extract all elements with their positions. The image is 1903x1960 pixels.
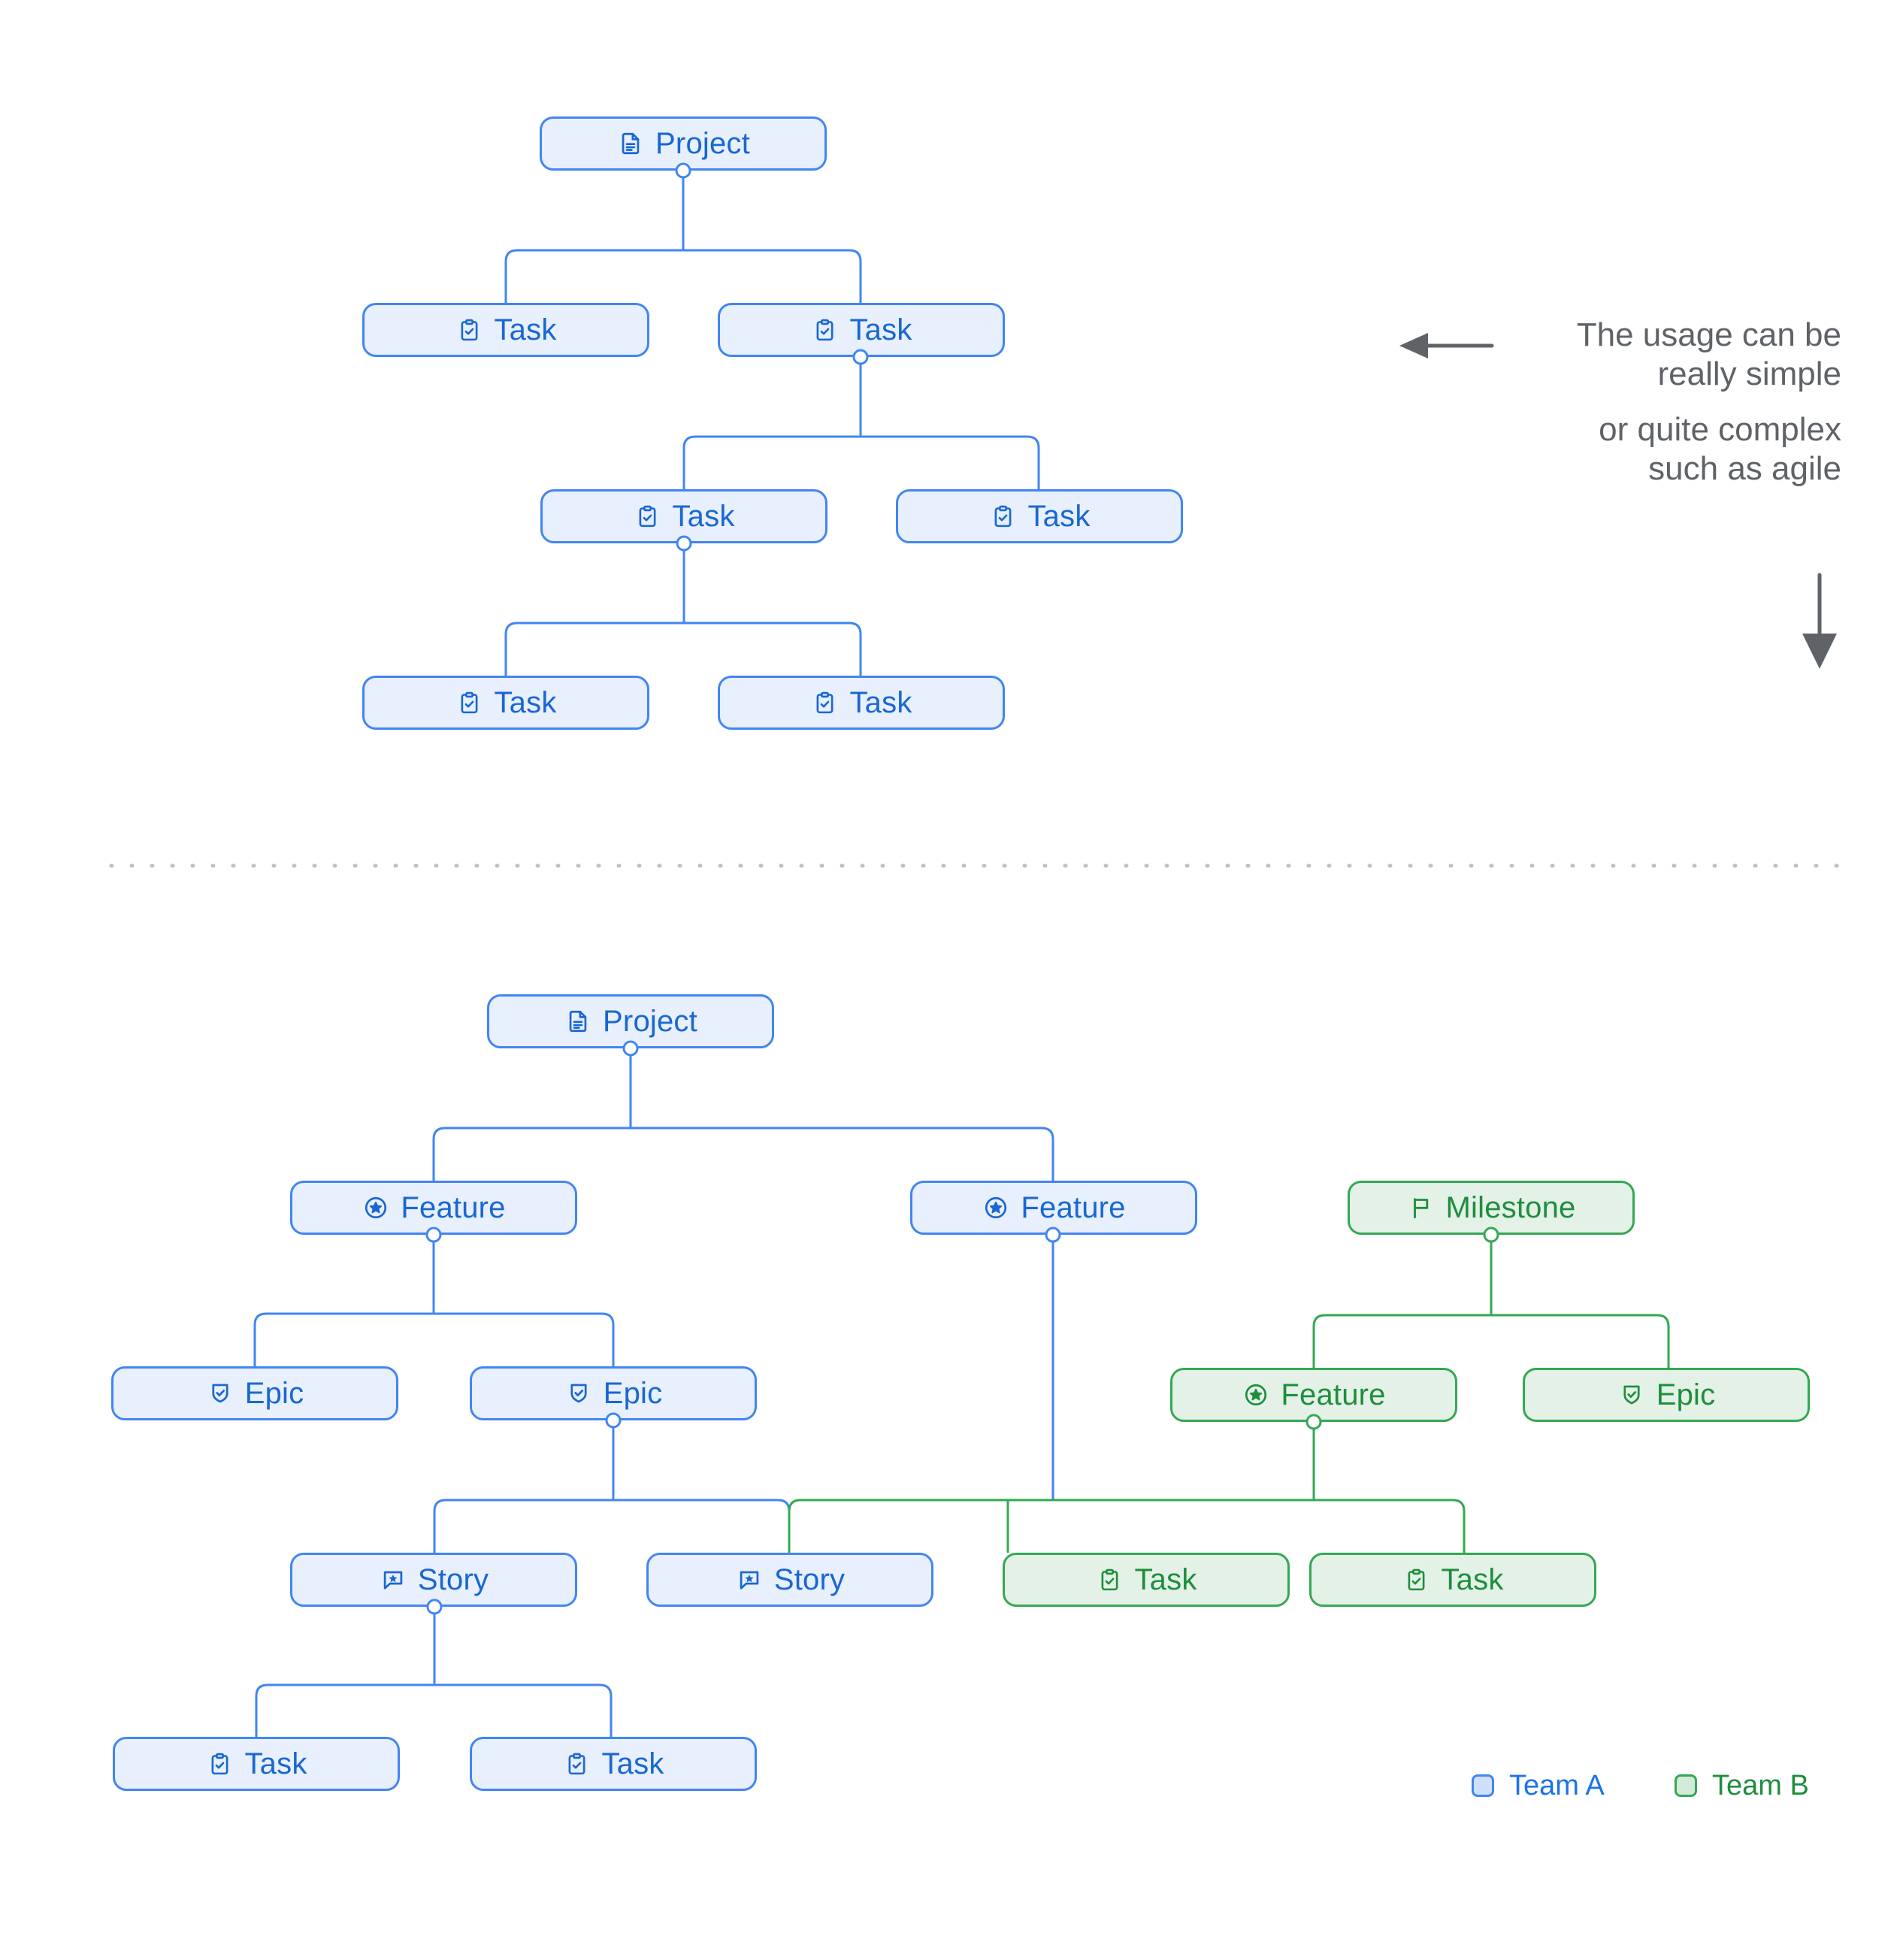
- node-label: Feature: [1281, 1378, 1386, 1411]
- node-label: Task: [494, 313, 557, 346]
- node-label: Task: [1134, 1563, 1197, 1596]
- clipboard-check-icon: [1095, 1565, 1124, 1594]
- clipboard-check-icon: [455, 688, 483, 717]
- node-story-2[interactable]: Story: [646, 1553, 933, 1607]
- node-task-simple-1[interactable]: Task: [362, 303, 649, 357]
- node-label: Project: [603, 1005, 697, 1038]
- node-epic-agile-2[interactable]: Epic: [470, 1366, 757, 1420]
- node-label: Project: [655, 127, 750, 160]
- node-label: Epic: [1656, 1378, 1716, 1411]
- node-label: Feature: [1021, 1191, 1126, 1224]
- node-story-1[interactable]: Story: [290, 1553, 577, 1607]
- shield-check-icon: [564, 1379, 593, 1408]
- node-epic-agile-1[interactable]: Epic: [111, 1366, 398, 1420]
- node-task-blue-bottom-1[interactable]: Task: [113, 1737, 400, 1791]
- node-label: Milestone: [1445, 1191, 1576, 1224]
- shield-check-icon: [1617, 1381, 1646, 1409]
- node-task-simple-5[interactable]: Task: [362, 676, 649, 730]
- annotation-text-block: The usage can be really simple or quite …: [1285, 316, 1841, 488]
- node-label: Epic: [603, 1377, 663, 1410]
- node-label: Epic: [244, 1377, 304, 1410]
- star-circle-icon: [1242, 1381, 1270, 1409]
- clipboard-check-icon: [810, 316, 839, 344]
- node-task-blue-bottom-2[interactable]: Task: [470, 1737, 757, 1791]
- clipboard-check-icon: [1402, 1565, 1430, 1594]
- node-task-simple-2[interactable]: Task: [718, 303, 1005, 357]
- node-label: Task: [601, 1747, 664, 1780]
- node-label: Task: [1441, 1563, 1504, 1596]
- node-label: Task: [672, 500, 735, 533]
- node-label: Task: [244, 1747, 307, 1780]
- annotation-line-3: or quite complex: [1599, 410, 1841, 448]
- document-icon: [564, 1007, 592, 1036]
- legend-label: Team B: [1712, 1770, 1809, 1801]
- chat-star-icon: [735, 1565, 764, 1594]
- clipboard-check-icon: [988, 502, 1017, 531]
- node-feature-agile-2[interactable]: Feature: [910, 1181, 1197, 1235]
- node-project-simple[interactable]: Project: [540, 116, 827, 171]
- node-task-simple-4[interactable]: Task: [896, 489, 1183, 543]
- node-label: Story: [773, 1563, 846, 1596]
- clipboard-check-icon: [205, 1750, 234, 1778]
- arrow-down-icon: [1802, 573, 1837, 669]
- node-task-green-2[interactable]: Task: [1309, 1553, 1596, 1607]
- clipboard-check-icon: [633, 502, 661, 531]
- chat-star-icon: [379, 1565, 407, 1594]
- node-feature-agile-1[interactable]: Feature: [290, 1181, 577, 1235]
- node-label: Task: [849, 686, 912, 719]
- node-task-simple-6[interactable]: Task: [718, 676, 1005, 730]
- star-circle-icon: [362, 1193, 390, 1222]
- node-feature-agile-3[interactable]: Feature: [1170, 1368, 1457, 1422]
- node-project-agile[interactable]: Project: [487, 994, 774, 1048]
- clipboard-check-icon: [810, 688, 839, 717]
- node-label: Story: [417, 1563, 489, 1596]
- node-milestone[interactable]: Milestone: [1348, 1181, 1635, 1235]
- annotation-line-2: really simple: [1657, 355, 1841, 392]
- node-task-simple-3[interactable]: Task: [540, 489, 827, 543]
- document-icon: [616, 129, 645, 158]
- legend-item-team-b[interactable]: Team B: [1675, 1771, 1809, 1800]
- node-label: Task: [1027, 500, 1091, 533]
- legend-swatch-blue: [1472, 1774, 1494, 1797]
- flag-icon: [1407, 1193, 1436, 1222]
- clipboard-check-icon: [455, 316, 483, 344]
- shield-check-icon: [206, 1379, 234, 1408]
- annotation-line-1: The usage can be: [1576, 316, 1841, 353]
- node-task-green-1[interactable]: Task: [1003, 1553, 1290, 1607]
- star-circle-icon: [982, 1193, 1010, 1222]
- legend-swatch-green: [1675, 1774, 1697, 1797]
- clipboard-check-icon: [562, 1750, 591, 1778]
- annotation-line-4: such as agile: [1648, 449, 1841, 487]
- node-label: Task: [494, 686, 557, 719]
- legend-label: Team A: [1509, 1770, 1605, 1801]
- node-label: Task: [849, 313, 912, 346]
- legend-item-team-a[interactable]: Team A: [1472, 1771, 1605, 1800]
- node-epic-agile-3[interactable]: Epic: [1523, 1368, 1810, 1422]
- node-label: Feature: [401, 1191, 506, 1224]
